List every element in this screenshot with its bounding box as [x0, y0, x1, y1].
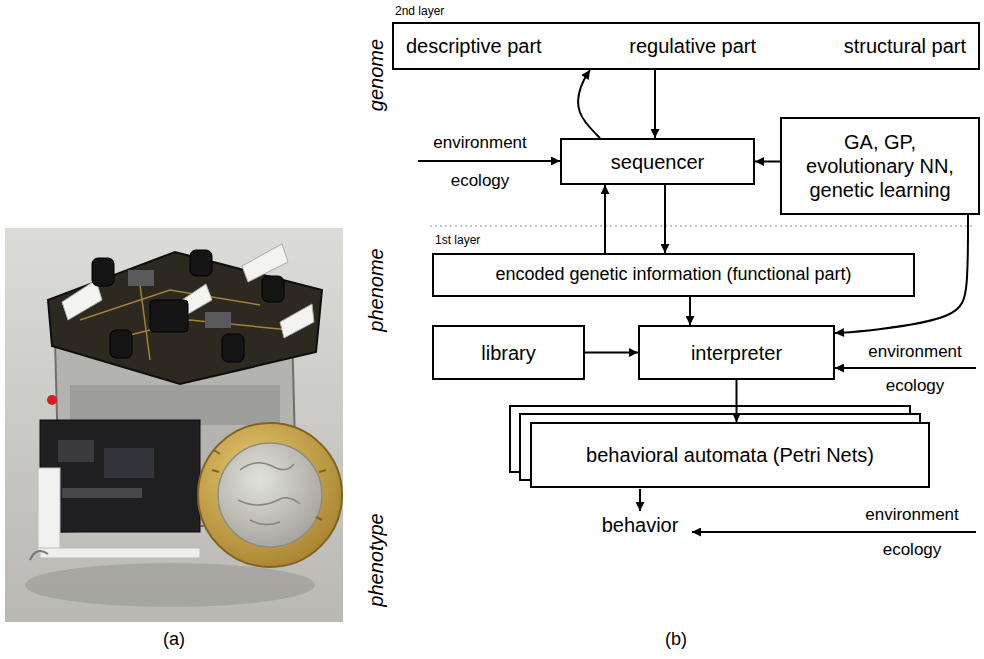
input-arrow: [418, 160, 560, 162]
wire: [30, 551, 48, 560]
automata-box: behavioral automata (Petri Nets): [530, 422, 930, 488]
input-label: environment: [865, 505, 959, 525]
photo-ground: [5, 228, 343, 622]
robot-photo: [5, 228, 343, 622]
input-label: ecology: [886, 376, 945, 396]
chip: [58, 440, 94, 462]
output-label: behavior: [602, 513, 679, 537]
node-text: structural part: [844, 34, 966, 58]
white-tab: [280, 304, 314, 338]
ir-sensor: [92, 258, 114, 286]
node-text: behavioral automata (Petri Nets): [586, 443, 874, 467]
layer-label: 1st layer: [435, 233, 480, 247]
pin-header: [128, 270, 154, 286]
connector-arrow: [578, 70, 600, 138]
phenome-box: encoded genetic information (functional …: [432, 253, 915, 297]
node-text: GA, GP, evolutionary NN, genetic learnin…: [792, 130, 968, 202]
input-label: environment: [433, 133, 527, 153]
chassis-band: [70, 385, 280, 425]
coin-engraving: [238, 463, 300, 525]
sensor-group: [92, 250, 284, 362]
connector: [62, 488, 142, 498]
connector-arrow: [585, 352, 638, 354]
axis-label: phenotype: [364, 513, 388, 606]
coin-ring: [198, 423, 342, 567]
ir-sensor: [262, 276, 284, 302]
node-text: encoded genetic information (functional …: [495, 264, 851, 286]
ir-sensor: [190, 250, 212, 276]
center-sensor: [150, 300, 188, 332]
white-rail: [40, 548, 200, 558]
node-text: sequencer: [611, 150, 704, 174]
output-arrow: [639, 489, 641, 511]
lower-board: [40, 420, 200, 532]
input-label: ecology: [451, 171, 510, 191]
input-label: environment: [868, 342, 962, 362]
input-arrow: [692, 531, 976, 533]
ir-sensor: [222, 334, 244, 362]
connector-arrow: [736, 380, 738, 422]
coin-stars: [212, 450, 326, 520]
axis-label: phenome: [364, 248, 388, 331]
panel-label: (a): [163, 629, 185, 651]
input-label: ecology: [883, 540, 942, 560]
method-box: GA, GP, evolutionary NN, genetic learnin…: [780, 117, 980, 215]
axis-label: genome: [364, 39, 388, 111]
shadow: [25, 563, 315, 607]
layer-label: 2nd layer: [395, 4, 444, 18]
library-box: library: [432, 325, 585, 380]
node-text: library: [481, 341, 535, 365]
coin-center: [218, 443, 322, 547]
white-bracket: [38, 468, 60, 554]
node-text: interpreter: [691, 341, 782, 365]
pcb-traces: [80, 285, 290, 360]
connector-arrow: [604, 185, 606, 253]
sequencer-box: sequencer: [560, 138, 755, 185]
red-led: [47, 395, 57, 405]
interpreter-box: interpreter: [638, 325, 835, 380]
pin-headers: [128, 270, 231, 328]
connector-arrow: [664, 185, 666, 253]
connector-arrow: [755, 161, 780, 163]
chip: [104, 448, 154, 478]
input-arrow: [835, 367, 976, 369]
ir-sensor: [110, 330, 132, 358]
top-board: [48, 252, 322, 384]
node-text: descriptive part: [406, 34, 542, 58]
layer-divider: [430, 226, 975, 227]
panel-label: (b): [665, 629, 687, 651]
node-text: regulative part: [629, 34, 756, 58]
genome-box: descriptive part regulative part structura…: [392, 22, 980, 70]
connector-arrow: [654, 70, 656, 138]
connector-arrow: [689, 297, 691, 325]
pin-header: [205, 312, 231, 328]
